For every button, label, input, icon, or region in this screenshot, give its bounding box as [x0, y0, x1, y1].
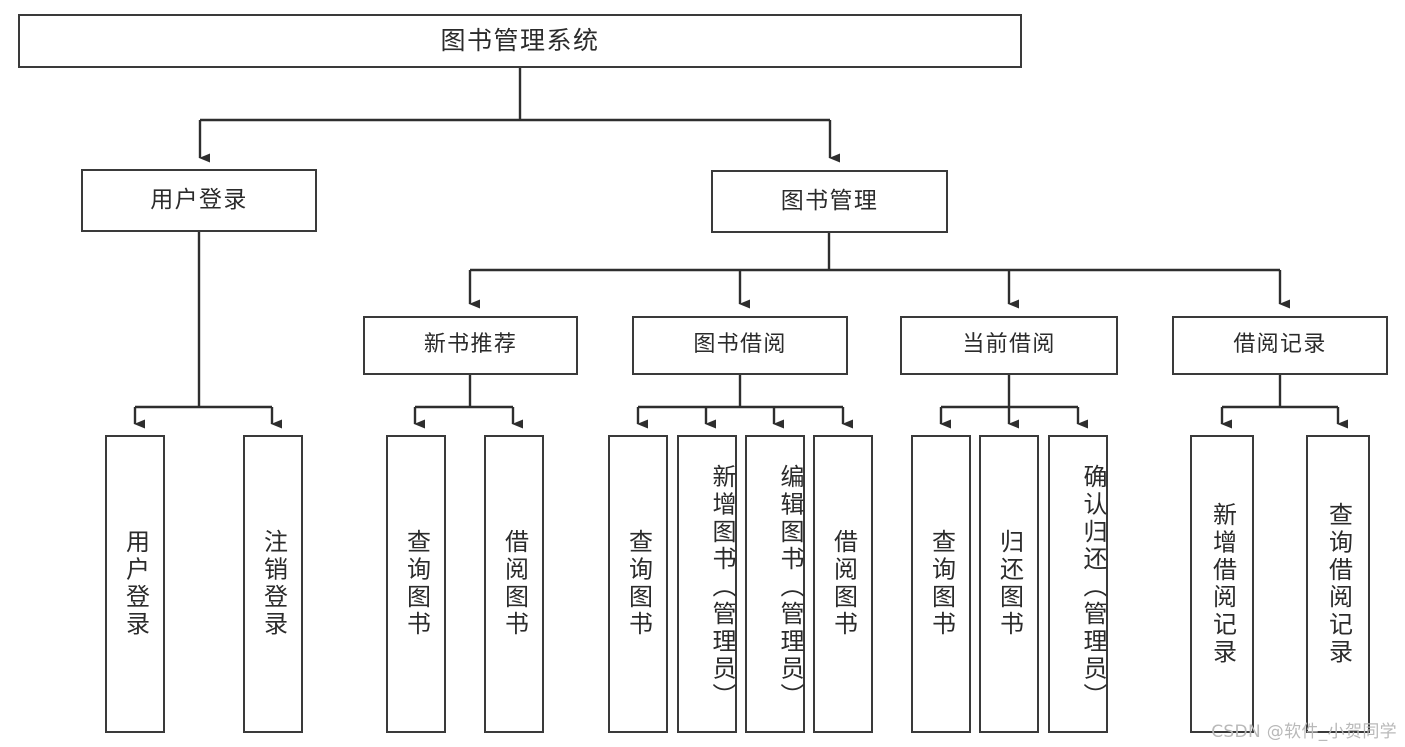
leaf-borrow-add-book-admin[interactable]: 新增图书（管理员） [677, 435, 737, 733]
node-label: 查询图书 [927, 529, 956, 639]
node-label: 新书推荐 [423, 332, 518, 358]
node-label: 图书管理 [780, 187, 879, 214]
leaf-records-add-record[interactable]: 新增借阅记录 [1190, 435, 1254, 733]
leaf-logout[interactable]: 注销登录 [243, 435, 303, 733]
node-label: 借阅图书 [500, 529, 529, 639]
node-label: 新增借阅记录 [1208, 501, 1237, 667]
node-label: 图书借阅 [693, 332, 787, 358]
node-label: 图书管理系统 [440, 26, 600, 55]
leaf-records-query-record[interactable]: 查询借阅记录 [1306, 435, 1370, 733]
node-root-book-management-system[interactable]: 图书管理系统 [18, 14, 1022, 68]
node-label: 查询借阅记录 [1324, 501, 1353, 667]
node-label: 归还图书 [995, 529, 1024, 639]
node-label: 用户登录 [150, 186, 248, 213]
leaf-current-return-books[interactable]: 归还图书 [979, 435, 1039, 733]
leaf-user-login[interactable]: 用户登录 [105, 435, 165, 733]
node-book-borrowing[interactable]: 图书借阅 [632, 316, 848, 375]
node-label: 借阅图书 [829, 529, 858, 639]
leaf-newbook-borrow-books[interactable]: 借阅图书 [484, 435, 544, 733]
node-label: 编辑图书（管理员） [776, 463, 804, 711]
node-label: 用户登录 [121, 529, 150, 639]
csdn-watermark: CSDN @软件_小贺同学 [1211, 722, 1397, 742]
leaf-borrow-query-books[interactable]: 查询图书 [608, 435, 668, 733]
node-label: 查询图书 [624, 529, 653, 639]
node-label: 注销登录 [259, 529, 288, 639]
leaf-current-confirm-return-admin[interactable]: 确认归还（管理员） [1048, 435, 1108, 733]
node-book-management[interactable]: 图书管理 [711, 170, 948, 233]
leaf-current-query-books[interactable]: 查询图书 [911, 435, 971, 733]
node-current-borrowing[interactable]: 当前借阅 [900, 316, 1118, 375]
leaf-borrow-edit-book-admin[interactable]: 编辑图书（管理员） [745, 435, 805, 733]
node-label: 查询图书 [402, 529, 431, 639]
leaf-borrow-borrow-books[interactable]: 借阅图书 [813, 435, 873, 733]
leaf-newbook-query-books[interactable]: 查询图书 [386, 435, 446, 733]
node-label: 新增图书（管理员） [708, 463, 736, 711]
node-borrow-records[interactable]: 借阅记录 [1172, 316, 1388, 375]
node-label: 借阅记录 [1233, 332, 1327, 358]
node-new-book-recommendation[interactable]: 新书推荐 [363, 316, 578, 375]
node-label: 确认归还（管理员） [1079, 463, 1107, 711]
node-user-login[interactable]: 用户登录 [81, 169, 317, 232]
node-label: 当前借阅 [962, 332, 1056, 358]
